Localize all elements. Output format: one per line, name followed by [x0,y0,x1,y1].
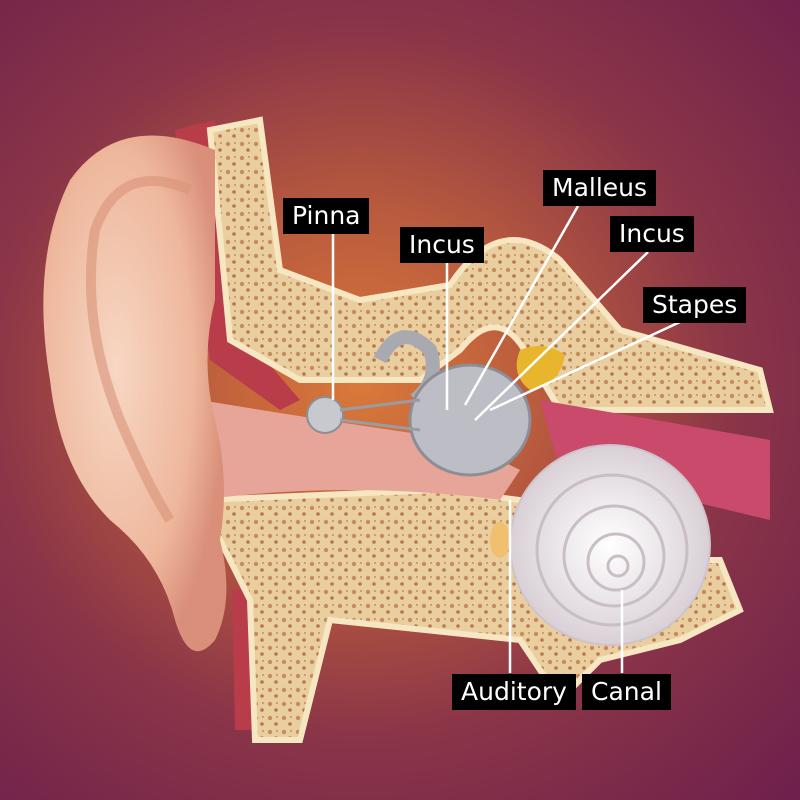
ossicle-stapes [516,346,565,390]
label-incus-right: Incus [610,216,694,252]
ear-canal [200,400,520,500]
label-malleus: Malleus [543,170,657,206]
eardrum [306,396,344,434]
temporal-bone-upper [206,116,774,413]
label-stapes: Stapes [643,287,747,323]
leader-lines [331,205,681,673]
leader-line-stapes [489,320,681,412]
label-auditory: Auditory [452,674,576,710]
leader-line-incus-right [474,251,649,421]
pinna-shape [43,135,227,652]
label-canal: Canal [582,674,671,710]
label-incus-left: Incus [400,227,484,263]
label-pinna: Pinna [283,198,370,234]
leader-line-malleus [463,205,580,406]
ossicle-malleus [408,363,532,477]
